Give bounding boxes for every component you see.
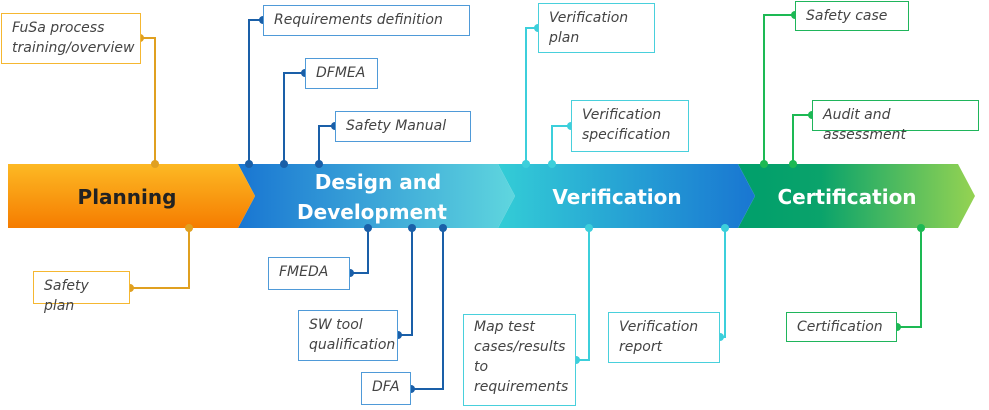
connector — [350, 228, 369, 274]
box-verification-plan: Verification plan — [538, 3, 655, 53]
box-dfmea: DFMEA — [305, 58, 378, 89]
box-sw-tool-qualification: SW tool qualification — [298, 310, 398, 361]
connector — [283, 72, 305, 164]
box-verification-specification: Verification specification — [571, 100, 689, 152]
box-verification-report: Verification report — [608, 312, 720, 363]
box-fmeda: FMEDA — [268, 257, 350, 290]
connector — [551, 125, 571, 164]
phase-label-verification: Verification — [552, 185, 681, 209]
connector — [140, 37, 156, 164]
phase-label-design-2: Development — [297, 200, 447, 224]
connector — [248, 19, 263, 164]
connector — [897, 228, 922, 328]
box-audit-assessment: Audit and assessment — [812, 100, 979, 143]
connector — [525, 27, 538, 164]
connector — [720, 228, 726, 338]
phase-label-planning: Planning — [78, 185, 177, 209]
box-safety-plan: Safety plan — [33, 271, 130, 314]
connector — [411, 228, 444, 390]
connector — [576, 228, 590, 361]
box-dfa: DFA — [361, 372, 411, 405]
connector — [130, 228, 190, 289]
phase-bar-planning — [8, 164, 255, 228]
connector — [398, 228, 413, 336]
box-fusa-training: FuSa process training/overview — [1, 13, 141, 64]
phase-bar-certification — [738, 164, 975, 228]
box-requirements-definition: Requirements definition — [263, 5, 470, 36]
phase-label-certification: Certification — [777, 185, 916, 209]
connector — [763, 14, 795, 164]
box-safety-case: Safety case — [795, 1, 909, 31]
box-map-test-cases: Map test cases/results to requirements — [463, 314, 576, 406]
connector — [318, 125, 335, 164]
box-safety-manual: Safety Manual — [335, 111, 471, 142]
phase-bar-verification — [498, 164, 755, 228]
connector — [792, 114, 812, 164]
box-certification: Certification — [786, 312, 897, 342]
phase-label-design-1: Design and — [315, 170, 442, 194]
phase-bar-design — [238, 164, 515, 228]
